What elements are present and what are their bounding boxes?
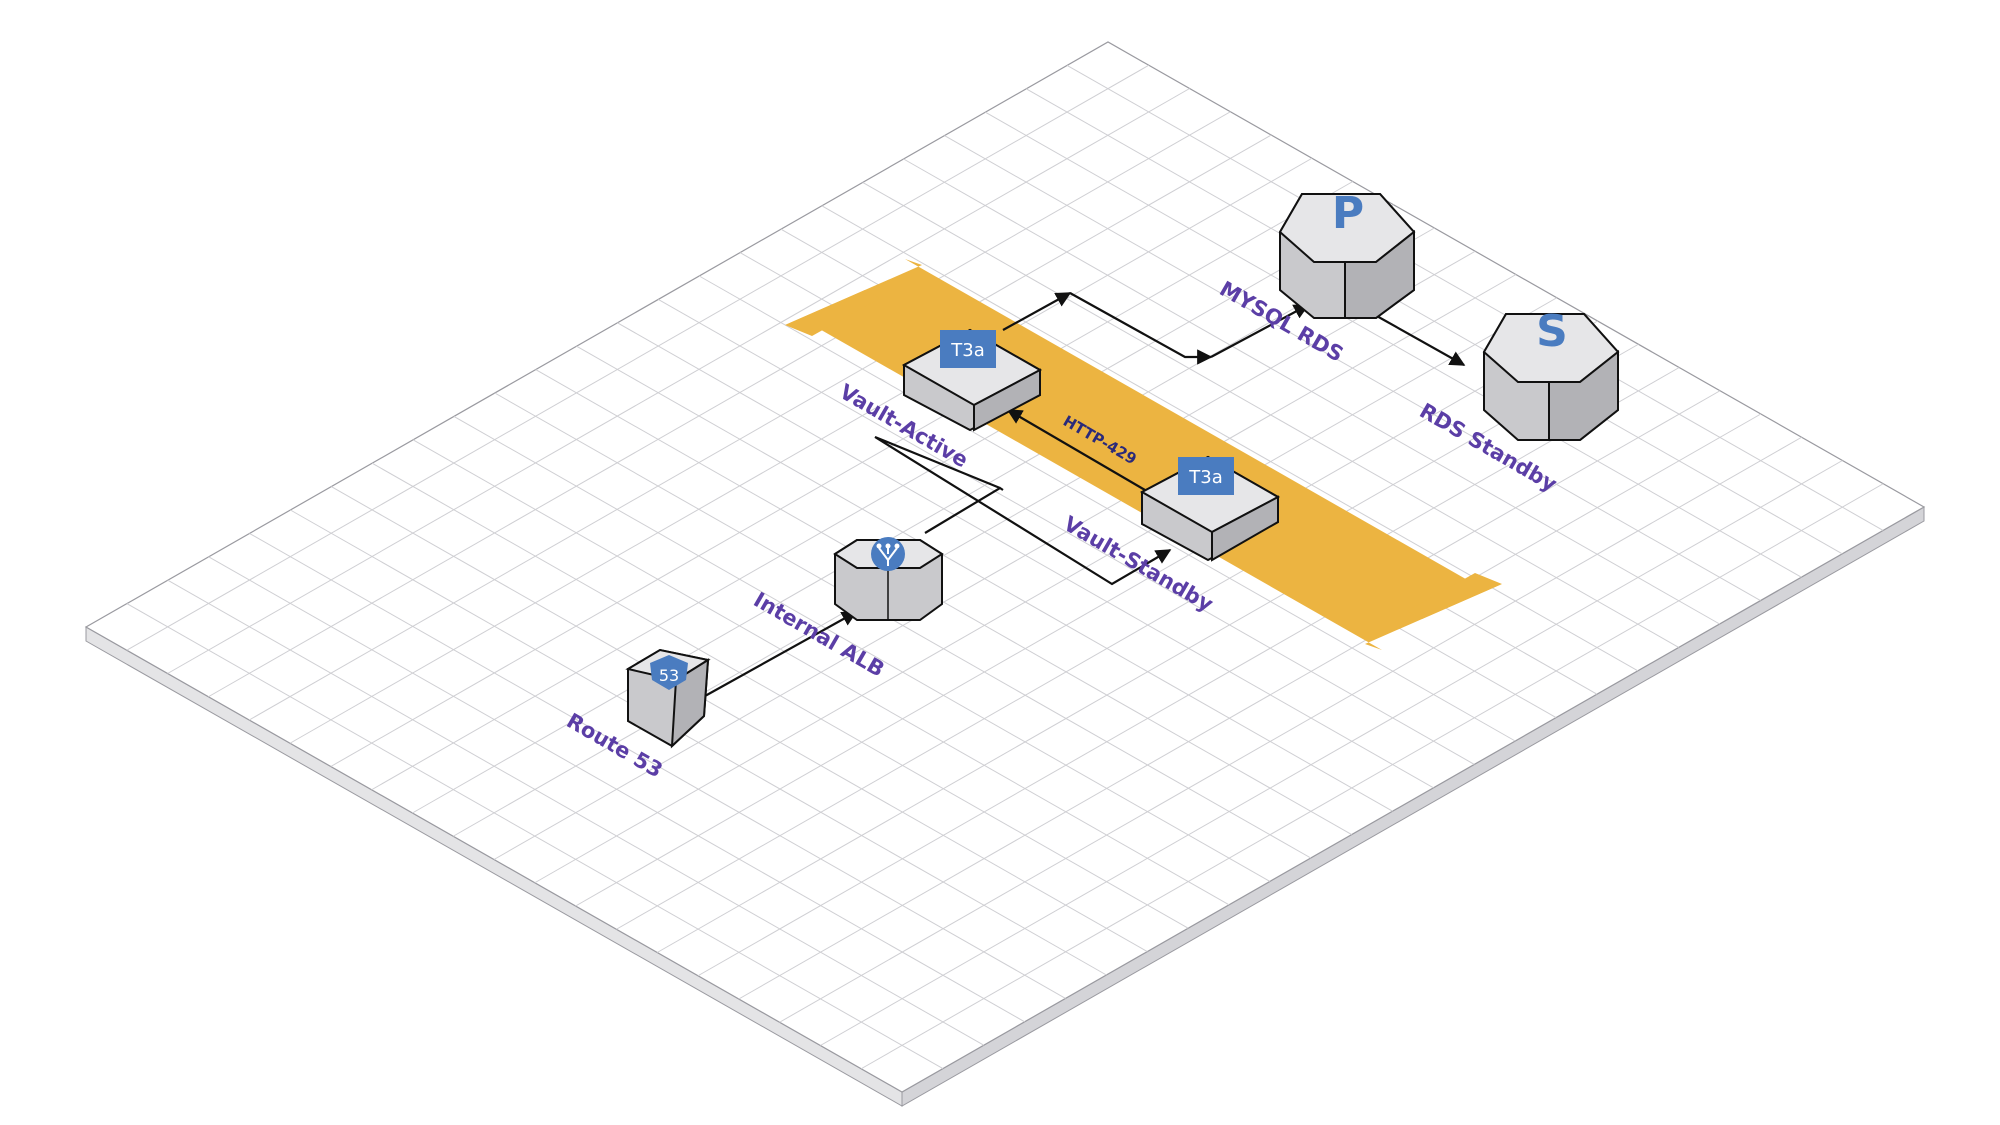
grid-line	[248, 134, 1272, 721]
ec2-instance-icon	[1178, 457, 1234, 495]
grid-line	[493, 274, 1517, 860]
band-arrow-right	[1407, 573, 1502, 619]
grid-line	[412, 227, 1435, 814]
mysql-to-standby	[1374, 314, 1466, 366]
grid-line	[616, 343, 1639, 930]
grid-line	[534, 297, 1558, 884]
grid-line	[860, 483, 1884, 1070]
route53-to-alb	[704, 611, 858, 697]
rds-standby-icon: S	[1536, 306, 1568, 357]
grid-line	[738, 413, 1762, 1000]
grid-platform	[84, 41, 1926, 1107]
rds-primary-icon: P	[1332, 188, 1364, 239]
grid-line	[126, 64, 1150, 651]
vault-active-badge: T3a	[950, 340, 984, 361]
vault-standby-badge: T3a	[1188, 467, 1222, 488]
route53-shield-icon	[650, 655, 688, 690]
route53-node: 53	[625, 648, 711, 749]
grid-line	[697, 390, 1721, 977]
vault-standby-node: T3a	[1139, 455, 1281, 562]
ec2-instance-icon	[940, 330, 996, 368]
grid-line	[820, 460, 1843, 1046]
rds-standby-node: S	[1482, 306, 1620, 441]
mysql-link-up	[1210, 304, 1310, 358]
grid-line	[330, 181, 1354, 767]
connections	[704, 292, 1466, 697]
alb-node	[833, 537, 944, 621]
route53-badge: 53	[659, 666, 679, 685]
standby-to-active-http	[1006, 409, 1146, 491]
alb-to-vault-standby	[874, 435, 1172, 586]
vault-active-up	[1002, 292, 1072, 331]
grid-line	[779, 436, 1802, 1023]
mysql-rds-node: P	[1278, 188, 1416, 319]
grid-line	[656, 367, 1680, 953]
grid-line	[208, 111, 1231, 698]
grid-line	[575, 320, 1598, 907]
vault-active-node: T3a	[901, 328, 1043, 432]
vault-active-to-mysql	[1069, 292, 1213, 365]
grid-line	[289, 157, 1313, 744]
grid-line	[452, 250, 1476, 837]
grid-line	[371, 204, 1394, 791]
grid-line	[167, 88, 1190, 674]
band-arrow-left	[785, 290, 880, 336]
grid-lines	[126, 64, 1884, 1070]
